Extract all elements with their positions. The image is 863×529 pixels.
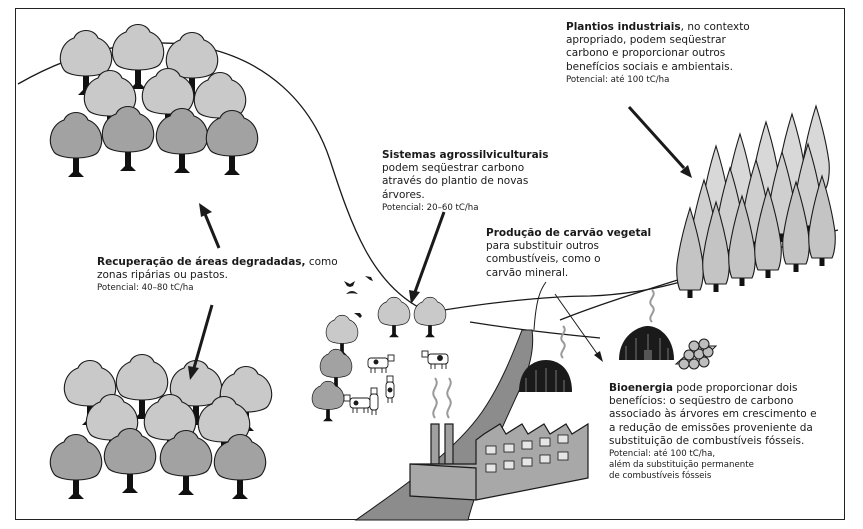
industrial-potential: Potencial: até 100 tC/ha <box>566 74 670 85</box>
industrial-text: , no contexto apropriado, podem seqüestr… <box>566 21 750 73</box>
label-agroforestry: Sistemas agrossilviculturais podem seqüe… <box>382 149 582 214</box>
agroforestry-potential: Potencial: 20–60 tC/ha <box>382 202 479 213</box>
log-pile <box>674 338 718 370</box>
agroforestry-text: podem seqüestrar carbono através do plan… <box>382 162 529 201</box>
bioenergy-factory <box>409 377 589 501</box>
arrows <box>188 105 692 380</box>
bioenergy-potential-extra2: de combustíveis fósseis <box>609 471 712 482</box>
label-bioenergy: Bioenergia pode proporcionar dois benefí… <box>609 382 825 482</box>
charcoal-kilns <box>519 289 674 392</box>
bioenergy-title: Bioenergia <box>609 382 673 394</box>
label-recovery: Recuperação de áreas degradadas, como zo… <box>97 256 342 294</box>
conifer-plantation <box>676 105 836 299</box>
label-industrial-plantations: Plantios industriais, no contexto apropr… <box>566 21 766 86</box>
agroforestry-title: Sistemas agrossilviculturais <box>382 149 549 161</box>
bioenergy-text: pode proporcionar dois benefícios: o seq… <box>609 382 817 447</box>
birds <box>344 276 373 318</box>
charcoal-text: para substituir outros combustíveis, com… <box>486 240 601 279</box>
recovery-text: como zonas ripárias ou pastos. <box>97 256 338 282</box>
forest-bottom-left <box>49 353 273 500</box>
cattle <box>343 350 449 415</box>
bioenergy-potential: Potencial: até 100 tC/ha, <box>609 449 716 460</box>
label-charcoal: Produção de carvão vegetal para substitu… <box>486 227 661 280</box>
recovery-title: Recuperação de áreas degradadas, <box>97 256 306 268</box>
industrial-title: Plantios industriais <box>566 21 681 33</box>
charcoal-title: Produção de carvão vegetal <box>486 227 652 239</box>
bioenergy-potential-extra1: além da substituição permanente <box>609 460 754 471</box>
forest-top-left <box>49 23 259 178</box>
recovery-potential: Potencial: 40–80 tC/ha <box>97 283 194 294</box>
